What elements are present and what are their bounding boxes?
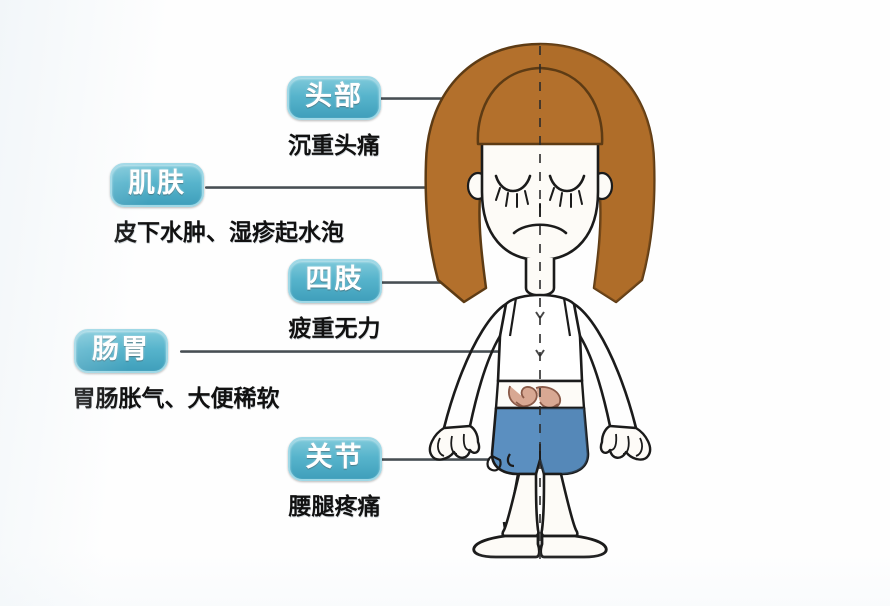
badge-joints[interactable]: 关节 — [287, 437, 382, 482]
badge-head[interactable]: 头部 — [287, 76, 381, 121]
description-skin: 皮下水肿、湿疹起水泡 — [114, 220, 344, 247]
description-stomach: 胃肠胀气、大便稀软 — [72, 386, 280, 413]
badge-skin[interactable]: 肌肤 — [110, 163, 204, 208]
shorts-shadow — [540, 408, 588, 474]
leg-left-draw — [501, 472, 540, 538]
callout-skin[interactable]: 肌肤 皮下水肿、湿疹起水泡 — [100, 163, 358, 247]
hand-right — [599, 424, 652, 461]
cartoon-girl-illustration — [390, 36, 690, 566]
badge-stomach[interactable]: 肠胃 — [74, 329, 168, 374]
leg-right-draw — [540, 472, 579, 538]
foot-left — [472, 534, 541, 559]
badge-limbs[interactable]: 四肢 — [287, 259, 382, 304]
callout-stomach[interactable]: 肠胃 胃肠胀气、大便稀软 — [52, 329, 300, 413]
foot-right — [539, 534, 608, 559]
hand-left — [428, 424, 481, 461]
